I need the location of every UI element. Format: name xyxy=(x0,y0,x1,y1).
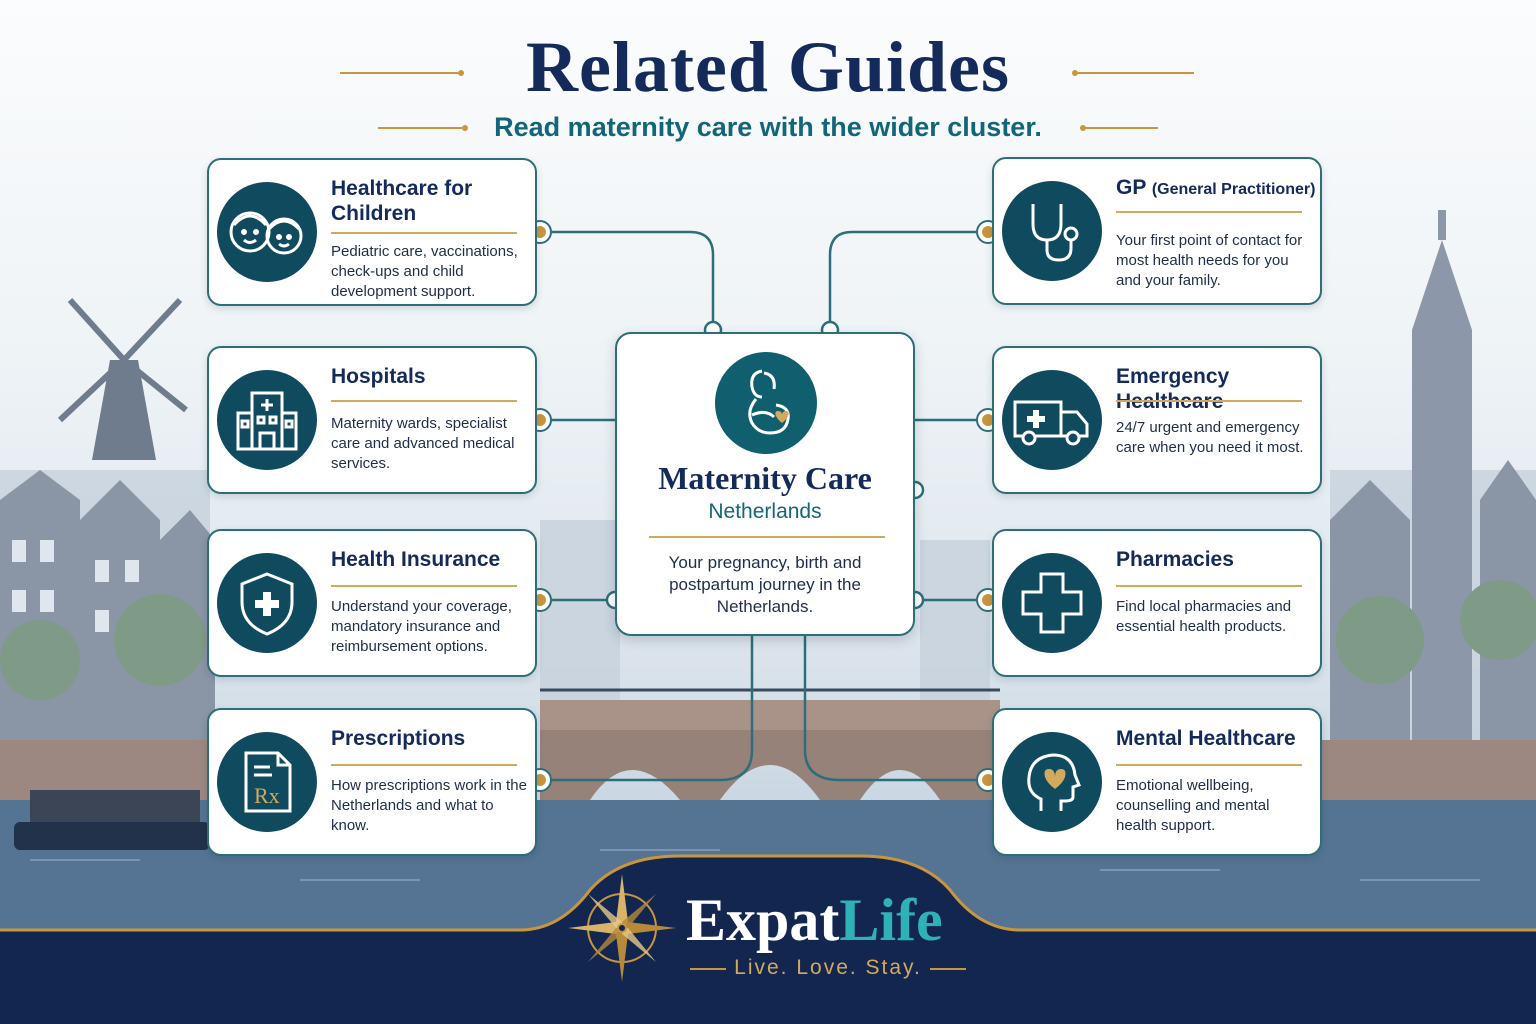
tagline-rule-right xyxy=(930,968,966,970)
pharmacy-cross-icon xyxy=(1002,553,1102,653)
card-description: Your first point of contact for most hea… xyxy=(1116,232,1303,289)
card-description: 24/7 urgent and emergency care when you … xyxy=(1116,419,1304,456)
svg-text:Rx: Rx xyxy=(254,783,280,808)
center-card-maternity-care[interactable]: Maternity Care Netherlands Your pregnanc… xyxy=(615,332,915,636)
card-rule xyxy=(331,585,517,587)
card-description: How prescriptions work in the Netherland… xyxy=(331,777,527,834)
card-title: Emergency Healthcare xyxy=(1116,365,1230,413)
ambulance-icon xyxy=(1002,370,1102,470)
card-title: Health Insurance xyxy=(331,548,501,571)
children-icon xyxy=(217,182,317,282)
canal-boat xyxy=(14,790,210,850)
guide-card-mental-healthcare[interactable]: Mental Healthcare Emotional wellbeing, c… xyxy=(992,708,1322,856)
guide-card-healthcare-for-children[interactable]: Healthcare for Children Pediatric care, … xyxy=(207,158,537,306)
brand-life: Life xyxy=(839,887,943,953)
compass-rose-icon xyxy=(568,874,676,982)
subtitle-rule-right xyxy=(1084,127,1158,129)
bridge xyxy=(540,688,1000,800)
card-title-suffix: (General Practitioner) xyxy=(1151,181,1316,198)
subtitle-dot-right xyxy=(1080,125,1086,131)
brand-expat: Expat xyxy=(686,887,840,953)
card-rule xyxy=(1116,211,1302,213)
card-title: Pharmacies xyxy=(1116,548,1234,571)
card-title: Hospitals xyxy=(331,365,426,388)
card-rule xyxy=(331,232,517,234)
page-title: Related Guides xyxy=(525,27,1010,107)
card-description: Maternity wards, specialist care and adv… xyxy=(331,415,515,472)
title-dot-left xyxy=(458,70,464,76)
title-rule-left xyxy=(340,72,458,74)
card-title: Mental Healthcare xyxy=(1116,727,1296,750)
tagline-rule-left xyxy=(690,968,726,970)
footer-banner xyxy=(0,854,1536,1024)
center-title: Maternity Care xyxy=(658,460,872,496)
card-description: Understand your coverage, mandatory insu… xyxy=(331,598,512,655)
card-description: Pediatric care, vaccinations, check-ups … xyxy=(331,243,518,300)
brand-tagline: Live. Love. Stay. xyxy=(734,956,922,979)
guide-card-prescriptions[interactable]: Rx Prescriptions How prescriptions work … xyxy=(207,708,537,856)
card-rule xyxy=(331,400,517,402)
title-dot-right xyxy=(1072,70,1078,76)
guide-card-health-insurance[interactable]: Health Insurance Understand your coverag… xyxy=(207,529,537,677)
page-subtitle: Read maternity care with the wider clust… xyxy=(494,112,1042,142)
guide-card-gp[interactable]: GP (General Practitioner) Your first poi… xyxy=(992,157,1322,305)
church-tower xyxy=(1412,210,1472,760)
center-description: Your pregnancy, birth and postpartum jou… xyxy=(668,553,862,616)
card-title-main: GP xyxy=(1116,176,1146,199)
windmill xyxy=(57,297,188,460)
hospital-icon xyxy=(217,370,317,470)
center-rule xyxy=(649,536,885,538)
card-rule xyxy=(331,764,517,766)
card-description: Find local pharmacies and essential heal… xyxy=(1116,598,1292,635)
brand-logo[interactable]: ExpatLife xyxy=(686,886,943,955)
center-subtitle: Netherlands xyxy=(708,500,822,523)
card-title: Prescriptions xyxy=(331,727,466,750)
title-rule-right xyxy=(1078,72,1194,74)
card-rule xyxy=(1116,764,1302,766)
card-title: Healthcare for Children xyxy=(331,177,473,225)
subtitle-rule-left xyxy=(378,127,462,129)
guide-card-hospitals[interactable]: Hospitals Maternity wards, specialist ca… xyxy=(207,346,537,494)
shield-cross-icon xyxy=(217,553,317,653)
head-heart-icon xyxy=(1002,732,1102,832)
stethoscope-icon xyxy=(1002,181,1102,281)
card-description: Emotional wellbeing, counselling and men… xyxy=(1116,777,1270,834)
guide-card-emergency-healthcare[interactable]: Emergency Healthcare 24/7 urgent and eme… xyxy=(992,346,1322,494)
pregnant-woman-icon xyxy=(715,352,817,454)
guide-card-pharmacies[interactable]: Pharmacies Find local pharmacies and ess… xyxy=(992,529,1322,677)
card-rule xyxy=(1116,400,1302,402)
prescription-icon: Rx xyxy=(217,732,317,832)
card-rule xyxy=(1116,585,1302,587)
subtitle-dot-left xyxy=(462,125,468,131)
card-title: GP (General Practitioner) xyxy=(1116,175,1321,202)
